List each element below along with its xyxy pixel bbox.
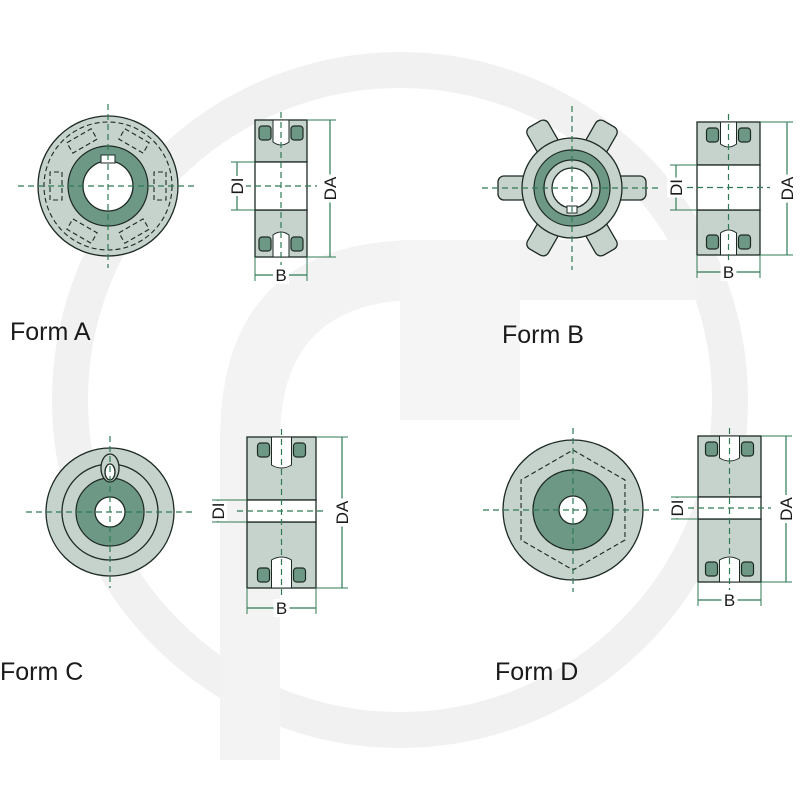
form-c: DI DA B Form C — [0, 429, 352, 686]
di-label: DI — [228, 178, 247, 195]
form-title: Form C — [0, 658, 83, 686]
dimensions: DI DA B — [209, 436, 352, 618]
di-label-bg — [667, 177, 685, 198]
da-label: DA — [777, 497, 796, 521]
dimensions: DI DA B — [667, 121, 797, 282]
insert-section — [705, 234, 720, 250]
hidden-groove — [118, 218, 150, 244]
front-view — [26, 436, 194, 588]
da-label-bg — [333, 498, 351, 527]
hidden-groove — [49, 171, 63, 201]
da-label-bg — [778, 174, 796, 203]
insert-section — [258, 236, 272, 252]
da-label: DA — [333, 500, 352, 524]
b-label: B — [275, 266, 286, 285]
b-label: B — [724, 591, 735, 610]
insert-section — [740, 561, 755, 577]
form-title: Form D — [495, 658, 578, 686]
front-view — [18, 104, 198, 268]
hidden-groove — [118, 128, 150, 154]
side-view — [237, 429, 326, 596]
insert-section — [290, 236, 304, 252]
insert-section — [705, 127, 720, 143]
front-view — [482, 106, 662, 270]
di-label-bg — [668, 498, 686, 518]
form-a: DI DA B Form A — [10, 104, 340, 346]
b-label-bg — [273, 266, 289, 284]
insert-section — [737, 234, 752, 250]
da-label-bg — [321, 174, 339, 203]
dimensions: DI DA B — [228, 119, 340, 285]
b-label-bg — [273, 599, 290, 617]
hidden-groove — [153, 171, 167, 201]
form-b: DI DA B Form B — [482, 106, 797, 349]
insert-section — [292, 567, 307, 583]
di-label: DI — [209, 503, 228, 520]
insert-section — [737, 127, 752, 143]
b-label: B — [723, 263, 734, 282]
da-label: DA — [321, 176, 340, 200]
side-view — [687, 114, 770, 263]
da-label: DA — [778, 176, 797, 200]
form-title: Form A — [10, 318, 91, 346]
hidden-groove — [66, 218, 98, 244]
side-view — [245, 112, 317, 265]
watermark-logo — [52, 52, 748, 760]
b-label-bg — [720, 263, 737, 281]
insert-section — [740, 441, 755, 457]
insert-section — [704, 441, 719, 457]
b-label-bg — [721, 591, 738, 609]
form-d: DI DA B Form D — [483, 428, 796, 686]
insert-section — [258, 125, 272, 141]
di-label-bg — [228, 176, 246, 196]
di-label-bg — [209, 501, 227, 521]
da-label-bg — [777, 495, 795, 523]
form-title: Form B — [502, 321, 584, 349]
groove-bottom — [720, 229, 737, 256]
dimensions: DI DA B — [668, 435, 796, 610]
b-label: B — [276, 599, 287, 618]
hidden-groove — [66, 128, 98, 154]
insert-section — [290, 125, 304, 141]
insert-section — [256, 567, 271, 583]
di-label: DI — [667, 179, 686, 196]
side-view — [688, 428, 771, 590]
insert-section — [704, 561, 719, 577]
insert-section — [256, 442, 271, 458]
insert-section — [292, 442, 307, 458]
di-label: DI — [668, 500, 687, 517]
front-view — [483, 428, 663, 592]
